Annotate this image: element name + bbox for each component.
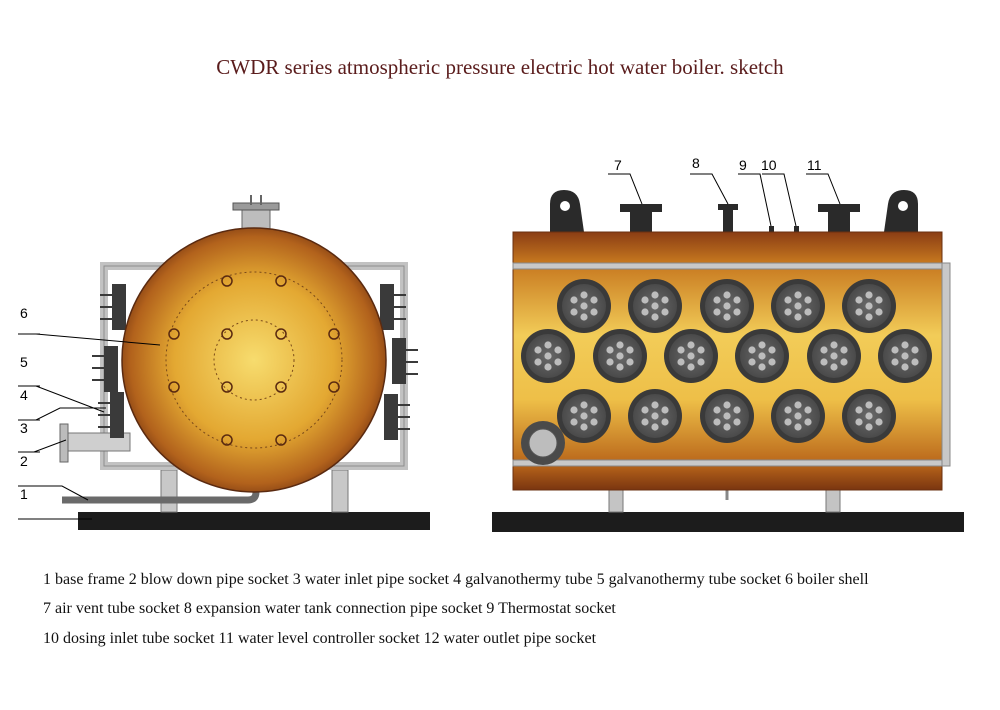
- base-frame-right: [492, 512, 964, 532]
- galvanothermy-tube-flanges: [521, 279, 932, 443]
- top-outlet-flange: [232, 202, 280, 211]
- tube-flange-disc: [735, 329, 789, 383]
- tube-flange-disc: [771, 389, 825, 443]
- label-3: 3: [20, 420, 28, 436]
- legend-line-1: 1 base frame 2 blow down pipe socket 3 w…: [43, 571, 869, 588]
- tube-flange-disc: [700, 389, 754, 443]
- label-11: 11: [807, 157, 822, 173]
- tube-flange-disc: [521, 329, 575, 383]
- lifting-lug-right: [884, 190, 918, 232]
- tube-flange-disc: [628, 279, 682, 333]
- water-inlet-flange: [59, 423, 69, 463]
- tube-flange-disc: [878, 329, 932, 383]
- leader-underlines-left: [18, 333, 40, 520]
- boiler-shell: [121, 227, 387, 493]
- label-9: 9: [739, 157, 747, 173]
- tube-flange-disc: [593, 329, 647, 383]
- galvanothermy-sockets-left: [104, 284, 406, 440]
- label-8: 8: [692, 155, 700, 171]
- tube-flange-disc: [842, 389, 896, 443]
- side-view: 7 8 9 10 11: [492, 155, 964, 532]
- tube-flange-disc: [557, 389, 611, 443]
- tube-flange-disc: [700, 279, 754, 333]
- label-5: 5: [20, 354, 28, 370]
- boiler-shell-side: [512, 231, 943, 491]
- label-4: 4: [20, 387, 28, 403]
- tube-flange-disc: [771, 279, 825, 333]
- label-2: 2: [20, 453, 28, 469]
- end-view: 1 2 3 4 5 6: [18, 195, 430, 530]
- tube-holes: [168, 275, 340, 446]
- legend-line-3: 10 dosing inlet tube socket 11 water lev…: [43, 630, 597, 647]
- label-10: 10: [761, 157, 777, 173]
- tube-flange-disc: [807, 329, 861, 383]
- frame-rail-top: [512, 262, 951, 270]
- label-1: 1: [20, 486, 28, 502]
- frame-post: [941, 262, 951, 467]
- water-outlet-pipe: [528, 428, 558, 458]
- tube-ring-inner: [213, 319, 295, 401]
- tube-ring-outer: [165, 271, 343, 449]
- base-frame-left: [78, 512, 430, 530]
- legend-line-2: 7 air vent tube socket 8 expansion water…: [43, 600, 616, 617]
- leader-lines-right: [608, 173, 841, 227]
- top-sockets: [620, 204, 860, 232]
- leg: [331, 469, 349, 513]
- lifting-lug-left: [550, 190, 584, 232]
- tube-flange-disc: [664, 329, 718, 383]
- diagram-title: CWDR series atmospheric pressure electri…: [216, 55, 784, 79]
- socket-bolts: [92, 294, 418, 430]
- label-6: 6: [20, 305, 28, 321]
- label-7: 7: [614, 157, 622, 173]
- tube-flange-disc: [842, 279, 896, 333]
- frame-rail-bottom: [512, 459, 951, 467]
- tube-flange-disc: [628, 389, 682, 443]
- tube-flange-disc: [557, 279, 611, 333]
- leg: [160, 469, 178, 513]
